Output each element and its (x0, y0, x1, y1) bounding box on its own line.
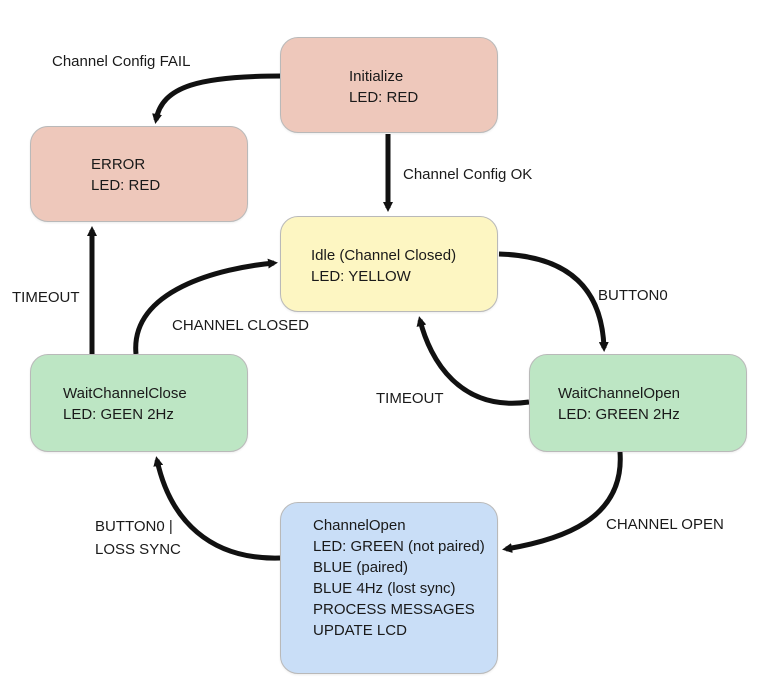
arrow-waitopen-to-idle (416, 316, 530, 406)
state-channel-open-line: UPDATE LCD (313, 622, 407, 639)
label-channel-config-fail: Channel Config FAIL (52, 53, 191, 70)
arrow-waitopen-to-channelopen (502, 451, 623, 553)
label-timeout-left: TIMEOUT (12, 289, 80, 306)
state-idle: Idle (Channel Closed) LED: YELLOW (280, 216, 498, 312)
state-idle-title: Idle (Channel Closed) (311, 247, 457, 264)
state-wait-channel-open-title: WaitChannelOpen (558, 385, 681, 402)
label-timeout-right: TIMEOUT (376, 390, 444, 407)
state-wait-channel-close: WaitChannelClose LED: GEEN 2Hz (30, 354, 248, 452)
label-button0: BUTTON0 (598, 287, 668, 304)
state-channel-open-line: LED: GREEN (not paired) (313, 538, 485, 555)
state-initialize-title: Initialize (349, 68, 404, 85)
arrow-channelopen-to-waitclose (153, 456, 281, 561)
state-channel-open-line: BLUE 4Hz (lost sync) (313, 580, 456, 597)
state-error-title: ERROR (91, 156, 146, 173)
label-button0-loss-sync-line1: BUTTON0 | (95, 518, 173, 535)
state-channel-open-line: BLUE (paired) (313, 559, 409, 576)
arrow-waitclose-to-idle (133, 258, 278, 355)
arrow-idle-to-waitopen (498, 251, 609, 352)
state-wait-channel-close-title: WaitChannelClose (63, 385, 187, 402)
state-initialize: Initialize LED: RED (280, 37, 498, 133)
arrow-initialize-to-error (152, 73, 283, 124)
state-error-led: LED: RED (91, 177, 161, 194)
state-channel-open-title: ChannelOpen (313, 517, 406, 534)
state-error: ERROR LED: RED (30, 126, 248, 222)
state-wait-channel-open: WaitChannelOpen LED: GREEN 2Hz (529, 354, 747, 452)
state-channel-open-line: PROCESS MESSAGES (313, 601, 475, 618)
label-channel-closed: CHANNEL CLOSED (172, 317, 309, 334)
state-idle-led: LED: YELLOW (311, 268, 411, 285)
state-wait-channel-open-led: LED: GREEN 2Hz (558, 406, 680, 423)
state-wait-channel-close-led: LED: GEEN 2Hz (63, 406, 174, 423)
label-button0-loss-sync-line2: LOSS SYNC (95, 541, 181, 558)
label-channel-open: CHANNEL OPEN (606, 516, 724, 533)
label-channel-config-ok: Channel Config OK (403, 166, 533, 183)
state-channel-open: ChannelOpen LED: GREEN (not paired) BLUE… (280, 502, 498, 674)
state-initialize-led: LED: RED (349, 89, 419, 106)
